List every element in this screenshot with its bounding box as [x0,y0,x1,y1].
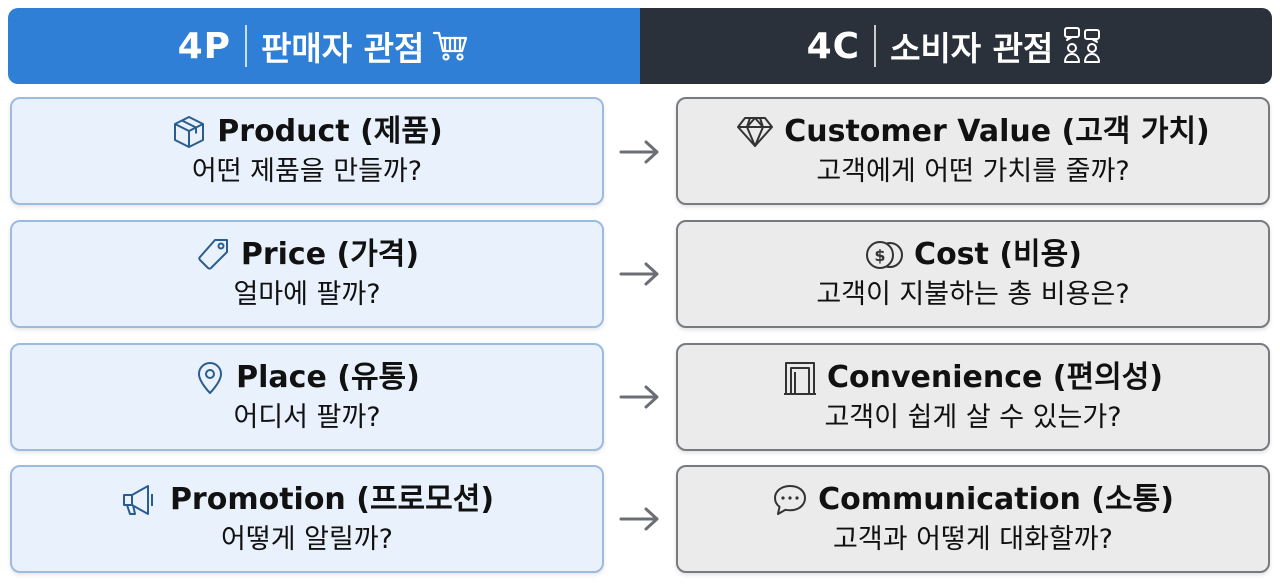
coins-icon: $ [864,238,904,272]
location-pin-icon [194,360,226,396]
card-title: Price (가격) [240,237,420,273]
card-title: Cost (비용) [914,237,1082,273]
arrow-right-icon [619,262,659,286]
card-question: 고객과 어떻게 대화할까? [833,523,1113,555]
card-title: Convenience (편의성) [826,360,1164,396]
card-cost: $ Cost (비용) 고객이 지불하는 총 비용은? [676,220,1270,328]
card-price: Price (가격) 얼마에 팔까? [10,220,604,328]
card-question: 어떤 제품을 만들까? [191,156,423,188]
header-separator [874,25,877,67]
people-chat-icon [1061,26,1105,66]
card-customer-value: Customer Value (고객 가치) 고객에게 어떤 가치를 줄까? [676,97,1270,205]
header-4c-code: 4C [806,25,861,67]
header-4p-code: 4P [177,25,232,67]
card-communication: Communication (소통) 고객과 어떻게 대화할까? [676,465,1270,573]
card-question: 고객에게 어떤 가치를 줄까? [816,155,1130,187]
arrow-right-icon [619,385,659,409]
shopping-cart-icon [432,29,470,63]
header-4p: 4P 판매자 관점 [8,8,640,84]
card-title: Promotion (프로모션) [169,482,495,518]
header-4p-label: 판매자 관점 [261,29,425,68]
diamond-icon [736,115,774,149]
box-icon [171,114,207,150]
svg-text:$: $ [874,246,885,265]
door-icon [783,360,817,396]
price-tag-icon [195,237,231,273]
card-question: 얼마에 팔까? [233,279,381,311]
card-product: Product (제품) 어떤 제품을 만들까? [10,97,604,205]
header-4c: 4C 소비자 관점 [640,8,1272,84]
card-title: Product (제품) [217,114,443,150]
card-question: 어떻게 알릴까? [221,524,393,556]
card-title: Place (유통) [236,360,420,396]
card-promotion: Promotion (프로모션) 어떻게 알릴까? [10,465,604,573]
card-title: Customer Value (고객 가치) [784,114,1210,150]
chat-bubble-icon [772,483,808,517]
header-4c-label: 소비자 관점 [890,29,1054,68]
card-question: 고객이 쉽게 살 수 있는가? [824,402,1122,434]
megaphone-icon [120,482,160,518]
card-question: 고객이 지불하는 총 비용은? [816,278,1130,310]
arrow-right-icon [619,140,659,164]
card-title: Communication (소통) [818,482,1174,518]
card-question: 어디서 팔까? [233,402,381,434]
card-place: Place (유통) 어디서 팔까? [10,343,604,451]
arrow-right-icon [619,507,659,531]
header-separator [245,25,248,67]
card-convenience: Convenience (편의성) 고객이 쉽게 살 수 있는가? [676,343,1270,451]
